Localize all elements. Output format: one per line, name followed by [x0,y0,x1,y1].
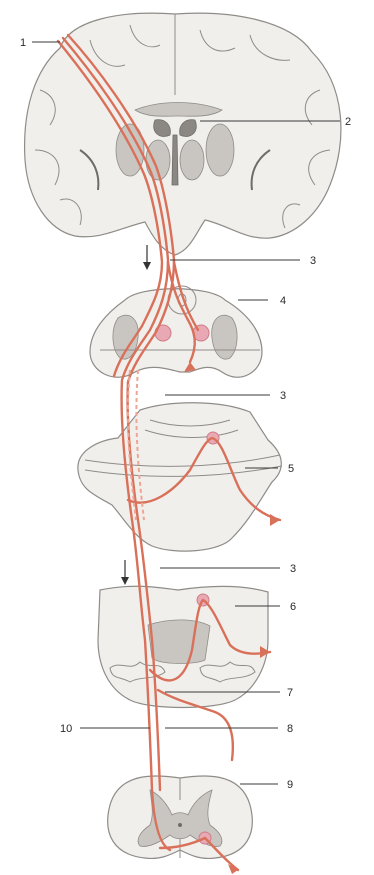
label-6: 6 [290,601,296,613]
label-9: 9 [287,779,293,791]
label-3-middle: 3 [280,390,286,402]
label-4: 4 [280,295,286,307]
label-5: 5 [288,463,294,475]
medulla-section [98,586,268,707]
label-7: 7 [287,687,293,699]
label-1: 1 [20,37,26,49]
label-3-top: 3 [310,255,316,267]
pons-section [78,403,282,551]
label-3-bottom: 3 [290,563,296,575]
midbrain-section [90,286,262,377]
label-2: 2 [345,116,351,128]
label-8: 8 [287,723,293,735]
label-10: 10 [60,723,72,735]
